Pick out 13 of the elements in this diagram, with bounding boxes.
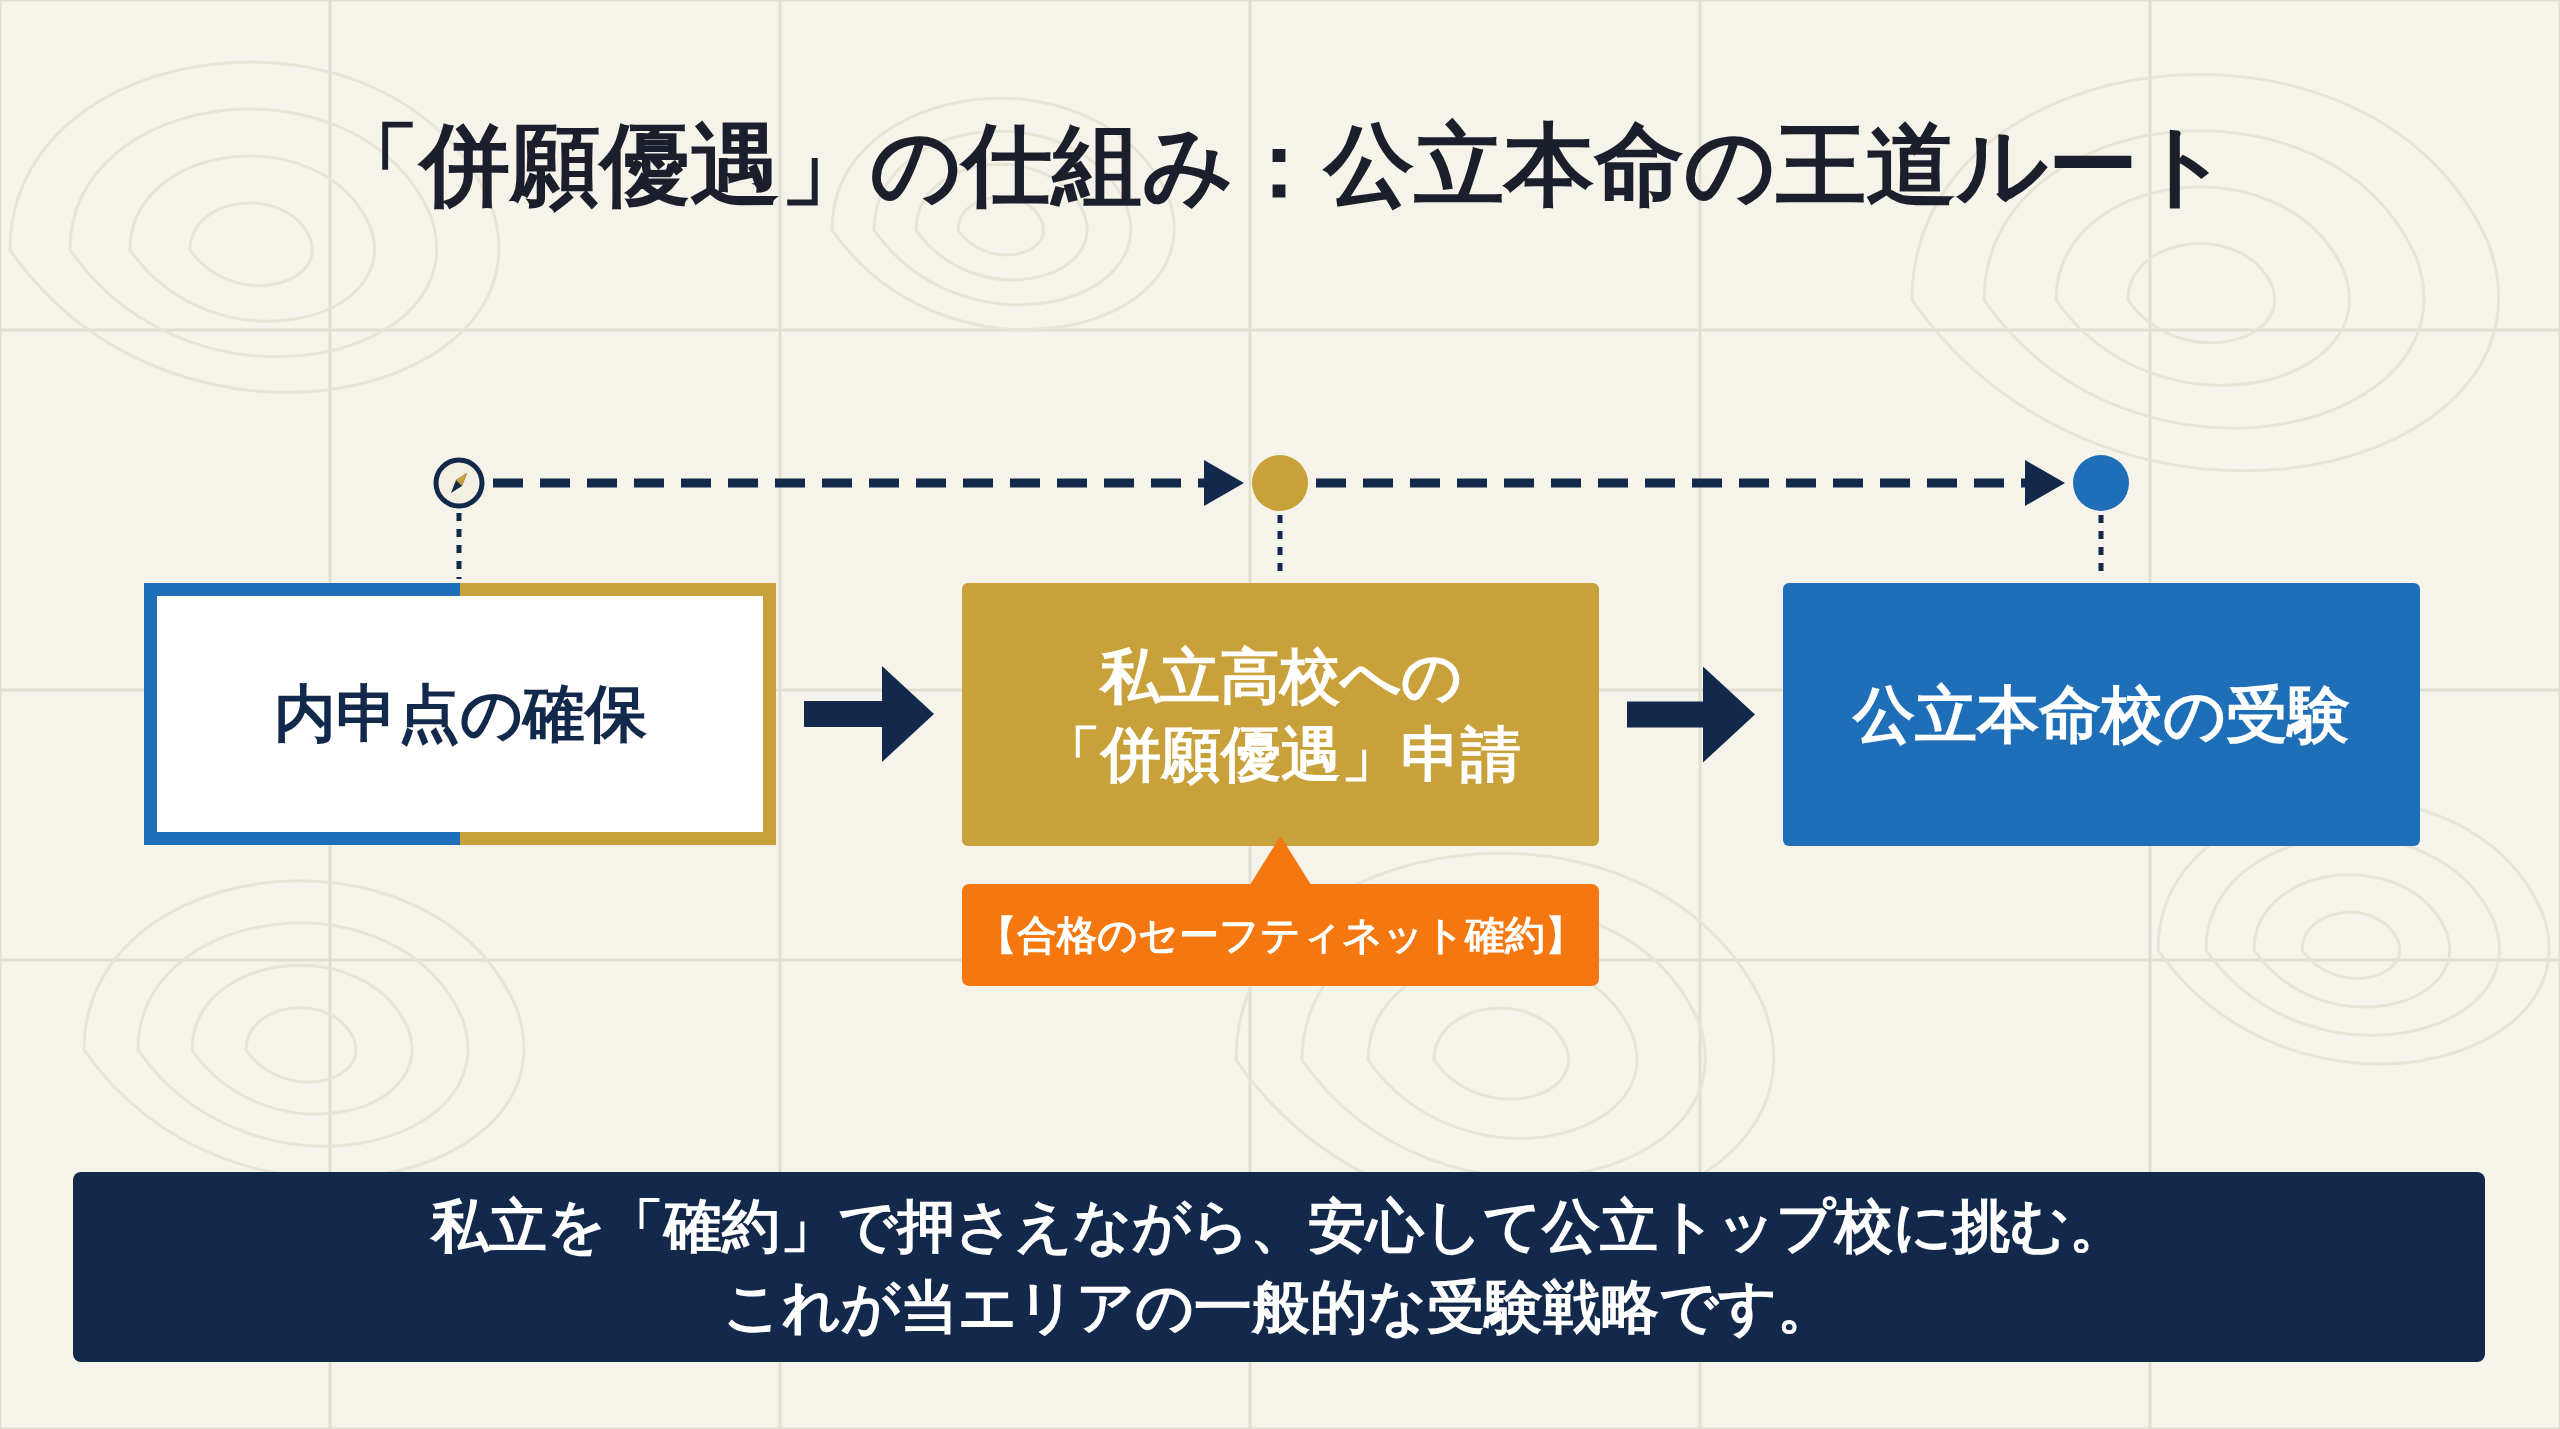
callout-box: 【合格のセーフティネット確約】 [962,836,1599,986]
process-box: 私立高校への「併願優遇」申請 [962,583,1599,846]
arrow [804,666,934,762]
waypoint-dot [1252,455,1308,511]
arrow [1627,666,1755,763]
waypoint-dot [2073,455,2129,511]
process-box: 公立本命校の受験 [1783,583,2420,846]
dotted-connector [456,513,462,579]
arrow [493,460,1244,506]
arrow [1316,460,2065,506]
summary-banner: 私立を「確約」で押さえながら、安心して公立トップ校に挑む。これが当エリアの一般的な受験戦略です。 [73,1172,2485,1362]
compass-marker [433,457,485,509]
title: 「併願優遇」の仕組み：公立本命の王道ルート [329,111,2231,219]
